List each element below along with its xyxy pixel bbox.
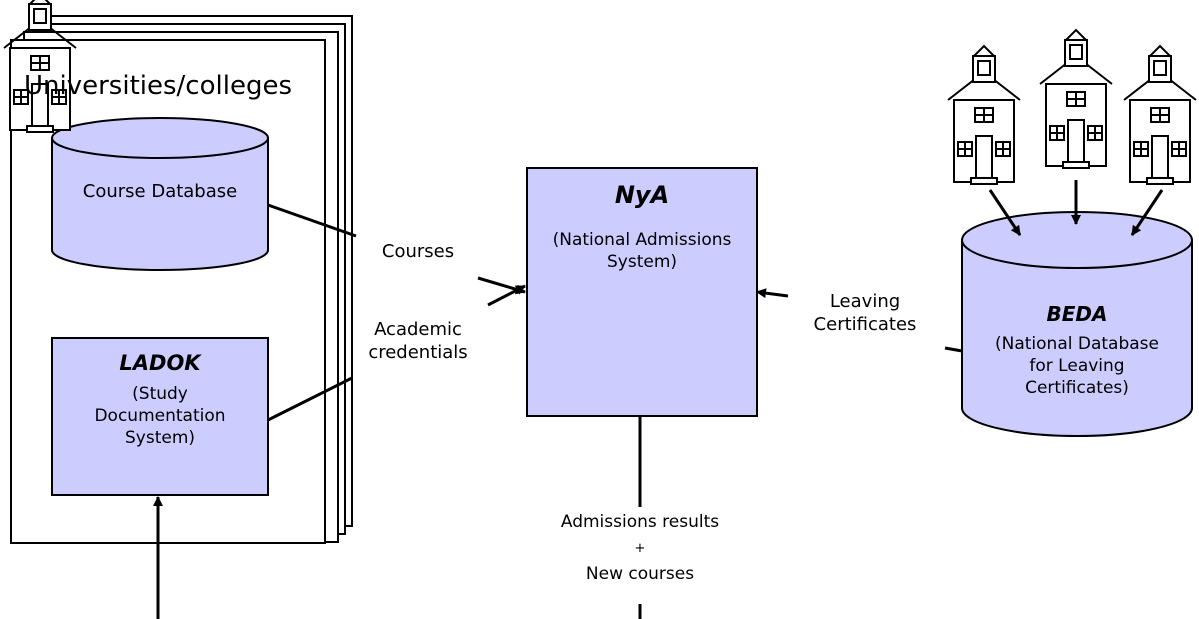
universities-title: Universities/colleges	[24, 71, 292, 101]
academic-arrow	[487, 284, 526, 307]
leaving-certificates-arrow	[756, 288, 789, 299]
course-db-connector	[267, 203, 357, 238]
beda-title: BEDA	[1046, 302, 1108, 326]
ladok-subtitle: (Study Documentation System)	[94, 384, 226, 448]
courses-label: Courses	[381, 241, 455, 262]
ladok-box	[51, 337, 269, 496]
beda-subtitle: (National Database for Leaving Certifica…	[995, 334, 1159, 398]
nya-box	[526, 167, 758, 417]
ladok-connector	[267, 376, 353, 422]
course-database-cylinder	[51, 117, 269, 271]
results-plus-label: +	[634, 541, 646, 556]
nya-subtitle: (National Admissions System)	[552, 230, 732, 272]
school-building-icon	[3, 0, 77, 133]
ladok-title: LADOK	[119, 351, 201, 375]
course-database-label: Course Database	[82, 181, 238, 202]
beda-connector	[944, 346, 963, 353]
academic-credentials-label: Academic credentials	[368, 319, 468, 364]
school-building-icon	[1123, 45, 1197, 185]
school-arrow-right	[1130, 189, 1164, 236]
results-line2-label: New courses	[585, 564, 695, 584]
results-line1-label: Admissions results	[560, 512, 720, 532]
school-building-icon	[947, 45, 1021, 185]
school-arrow-left	[988, 189, 1022, 236]
leaving-certificates-label: Leaving Certificates	[813, 291, 917, 336]
school-building-icon	[1039, 29, 1113, 169]
nya-title: NyA	[614, 181, 670, 209]
